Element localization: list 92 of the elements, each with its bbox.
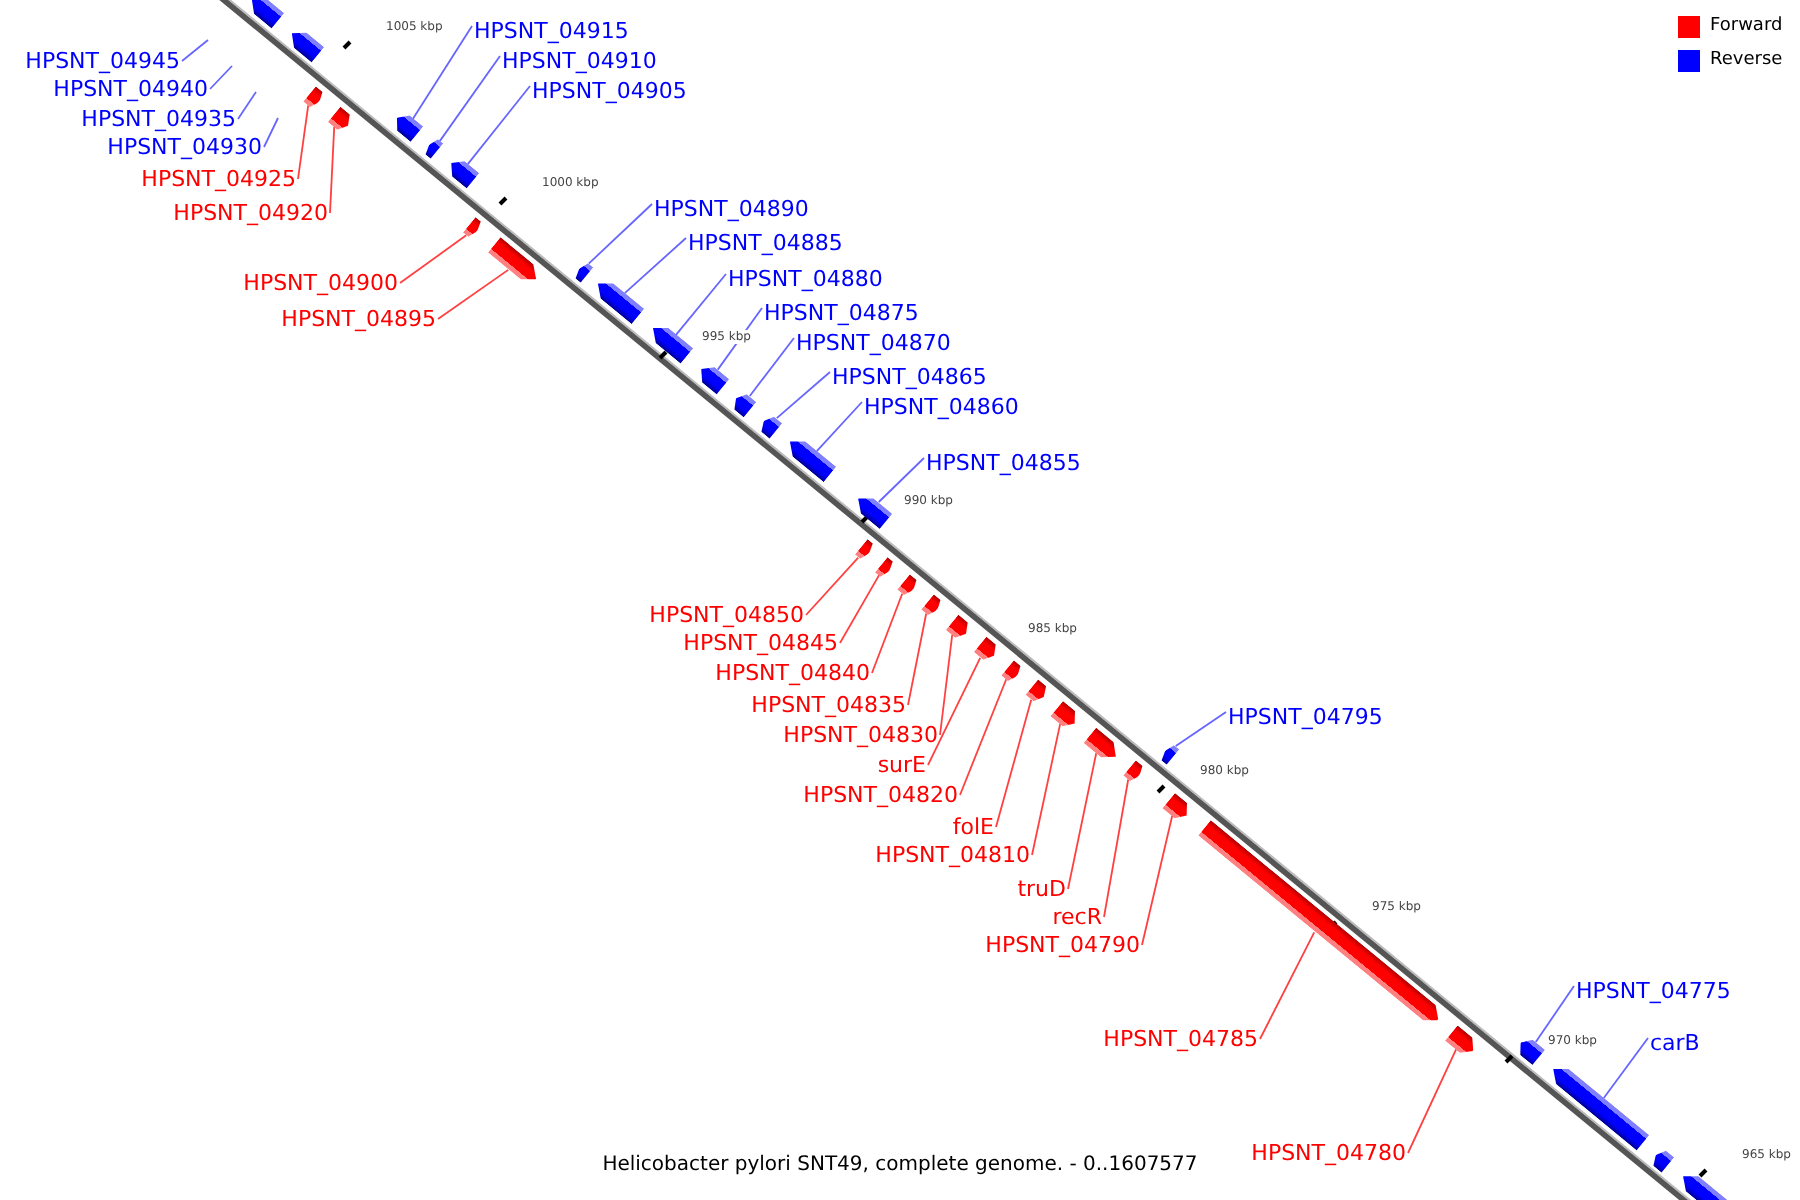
gene-label: HPSNT_04920 [173, 200, 328, 226]
forward-gene-block [973, 636, 1000, 664]
leader-line [1141, 814, 1174, 946]
leader-line [1602, 1037, 1649, 1099]
leader-line [623, 237, 687, 295]
gene-label: HPSNT_04820 [803, 782, 958, 808]
leader-line [748, 337, 795, 397]
leader-line [871, 592, 904, 674]
gene-label: HPSNT_04935 [81, 106, 236, 132]
reverse-gene-block [1650, 1146, 1675, 1172]
leader-line [237, 91, 257, 120]
gene-label: HPSNT_04870 [796, 330, 951, 356]
reverse-gene-block [730, 390, 757, 418]
legend-label: Reverse [1710, 48, 1783, 74]
gene-label: HPSNT_04945 [25, 48, 180, 74]
gene-label: HPSNT_04905 [532, 78, 687, 104]
leader-line [815, 401, 863, 452]
gene-label: HPSNT_04885 [688, 230, 843, 256]
leader-line [1259, 931, 1316, 1040]
leader-line [297, 104, 310, 180]
forward-gene-block [854, 538, 875, 561]
gene-label: HPSNT_04845 [683, 630, 838, 656]
leader-line [1174, 711, 1227, 747]
gene-label: truD [1017, 876, 1066, 902]
forward-gene-block [327, 105, 354, 133]
leader-line [877, 457, 925, 503]
legend-label: Forward [1710, 14, 1783, 40]
gene-label: HPSNT_04915 [474, 18, 629, 44]
leader-line [1534, 985, 1575, 1043]
gene-label: HPSNT_04835 [751, 692, 906, 718]
leader-line [775, 371, 831, 420]
gene-label: HPSNT_04875 [764, 300, 919, 326]
leader-line [1103, 778, 1130, 918]
leader-line [329, 125, 336, 214]
leader-line [907, 612, 928, 706]
gene-label: HPSNT_04790 [985, 932, 1140, 958]
leader-line [587, 203, 653, 265]
gene-label: folE [952, 814, 994, 840]
gene-label: HPSNT_04910 [502, 48, 657, 74]
leader-line [399, 234, 468, 284]
leader-line [805, 556, 860, 616]
forward-gene-block [1001, 659, 1024, 684]
forward-gene-block [303, 85, 326, 110]
gene-label: recR [1052, 904, 1102, 930]
leader-line [466, 85, 531, 166]
caption: Helicobacter pylori SNT49, complete genome. - 0..1607577 [602, 1154, 1198, 1176]
leader-line [839, 573, 881, 644]
gene-label: HPSNT_04850 [649, 602, 804, 628]
leader-line [939, 633, 954, 736]
reverse-gene-block [1159, 742, 1180, 765]
gene-label: HPSNT_04895 [281, 306, 436, 332]
gene-label: HPSNT_04940 [53, 76, 208, 102]
gene-label: HPSNT_04780 [1251, 1140, 1406, 1166]
leader-line [959, 678, 1008, 796]
gene-label: HPSNT_04925 [141, 166, 296, 192]
gene-label: HPSNT_04860 [864, 394, 1019, 420]
leader-line [411, 25, 473, 120]
forward-gene-block [897, 574, 920, 598]
leader-line [1067, 752, 1098, 890]
gene-label: HPSNT_04855 [926, 450, 1081, 476]
forward-gene-block [945, 613, 972, 641]
gene-label: HPSNT_04810 [875, 842, 1030, 868]
forward-gene-block [462, 216, 483, 239]
leader-line [927, 656, 982, 766]
leader-line [181, 39, 209, 62]
leader-line [438, 55, 501, 143]
gene-label: HPSNT_04880 [728, 266, 883, 292]
leader-line [263, 117, 279, 148]
gene-label: HPSNT_04830 [783, 722, 938, 748]
gene-label: HPSNT_04900 [243, 270, 398, 296]
gene-label: carB [1650, 1030, 1700, 1056]
forward-gene-block [1025, 679, 1050, 705]
leader-line [995, 698, 1033, 828]
gene-label: surE [877, 752, 926, 778]
forward-gene-block [921, 593, 944, 618]
gene-label: HPSNT_04890 [654, 196, 809, 222]
gene-label: HPSNT_04840 [715, 660, 870, 686]
forward-gene-block [875, 556, 896, 579]
leader-line [674, 273, 727, 336]
leader-line [437, 268, 510, 320]
leader-line [209, 65, 233, 90]
reverse-gene-block [572, 260, 593, 283]
reverse-gene-block [758, 413, 783, 439]
gene-label: HPSNT_04865 [832, 364, 987, 390]
gene-label: HPSNT_04930 [107, 134, 262, 160]
leader-line [1407, 1048, 1458, 1154]
gene-label: HPSNT_04775 [1576, 978, 1731, 1004]
gene-label: HPSNT_04795 [1228, 704, 1383, 730]
leader-line [1031, 722, 1062, 856]
forward-gene-block [1123, 759, 1146, 784]
gene-label: HPSNT_04785 [1103, 1026, 1258, 1052]
reverse-gene-block [423, 137, 444, 160]
